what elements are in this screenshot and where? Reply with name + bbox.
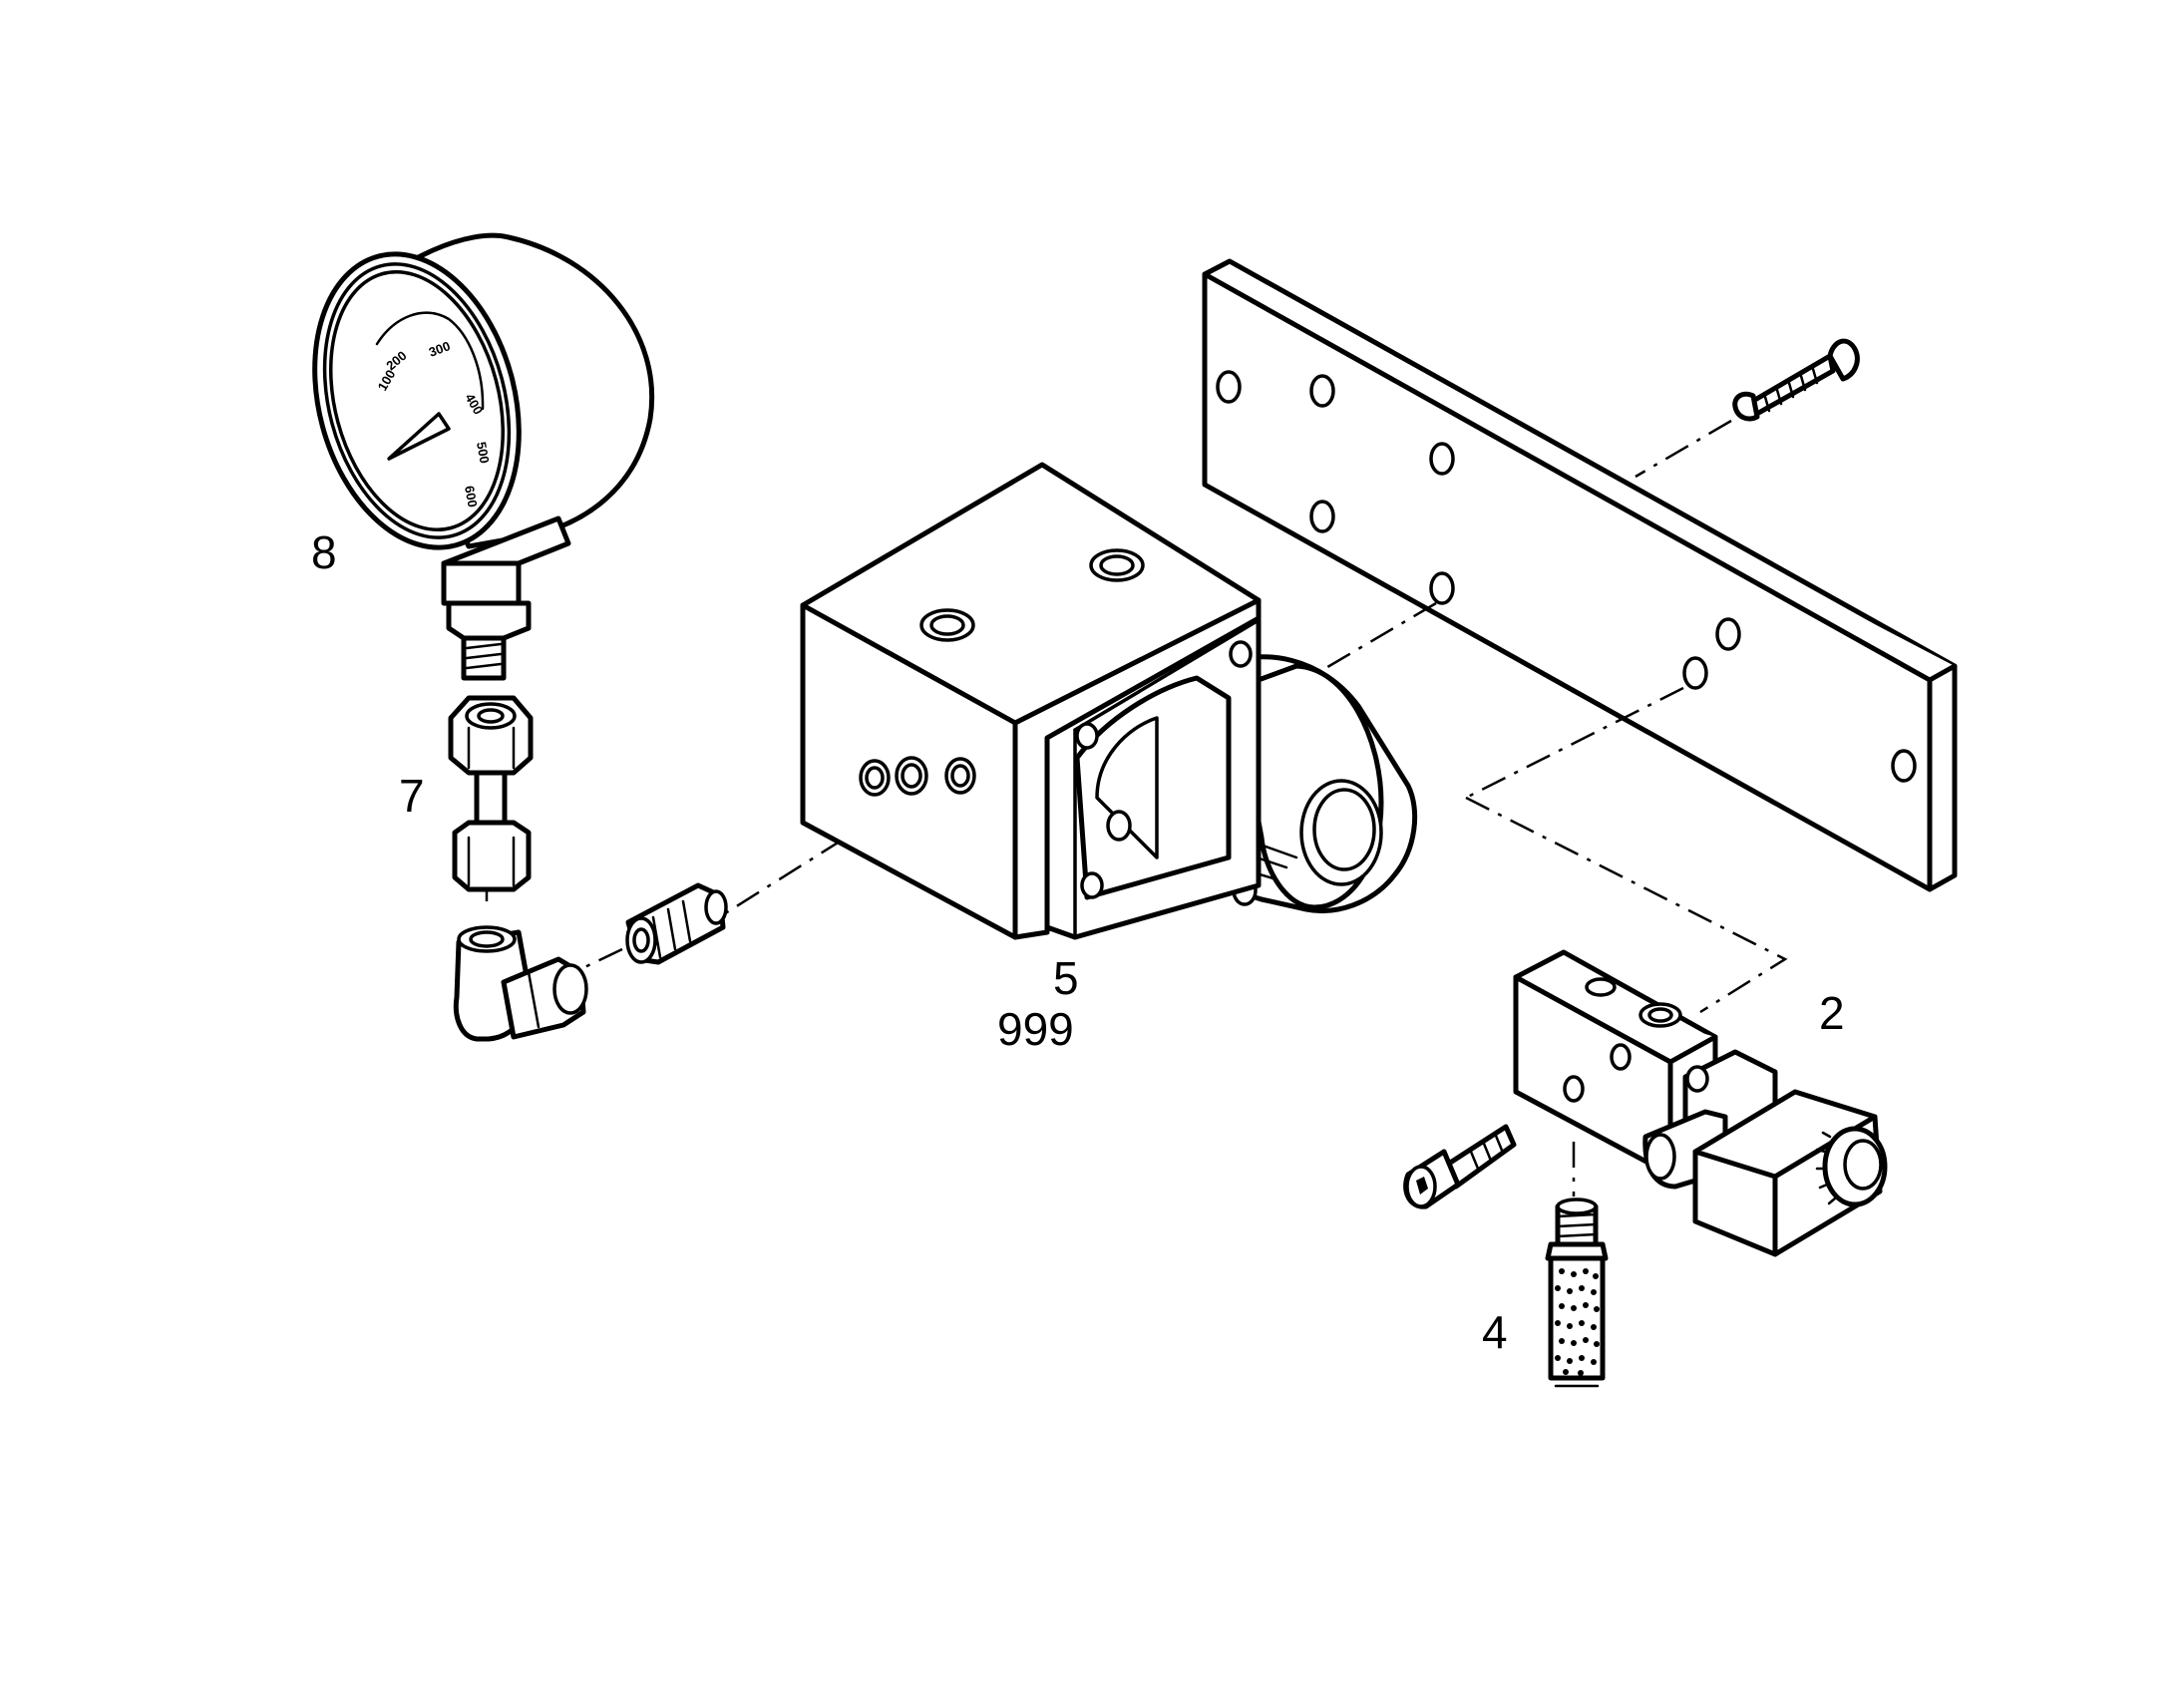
plate-holes: [1216, 370, 1917, 783]
gauge-tick-300: 300: [427, 338, 453, 360]
countersunk-screw: [1732, 338, 1860, 422]
label-valve-block: 5: [1053, 952, 1079, 1004]
pressure-gauge: 100 200 300 400 500 600: [312, 232, 654, 681]
gauge-tick-500: 500: [474, 441, 493, 465]
label-silencer: 4: [1482, 1306, 1508, 1358]
union-adapter: [448, 695, 534, 892]
hex-nipple: [625, 882, 728, 965]
mounting-plate: [1202, 258, 1958, 892]
gauge-needle: [387, 412, 451, 461]
socket-head-screw: [1403, 1124, 1517, 1209]
silencer: [1545, 1197, 1609, 1388]
label-solenoid-valve: 2: [1819, 987, 1845, 1039]
solenoid-valve: [1513, 949, 1888, 1257]
label-gauge: 8: [311, 526, 337, 578]
gauge-scale-labels: 100 200 300 400 500 600: [375, 338, 493, 509]
block-top-ports: [919, 548, 1145, 642]
label-valve-block-sub: 999: [997, 1003, 1074, 1055]
gauge-tick-600: 600: [462, 485, 481, 509]
valve-block: [800, 462, 1418, 940]
label-adapter: 7: [399, 770, 425, 822]
part-labels: 8 7 5 999 2 4: [311, 526, 1845, 1358]
block-front-ports: [859, 756, 976, 797]
elbow-fitting: [453, 925, 588, 1042]
